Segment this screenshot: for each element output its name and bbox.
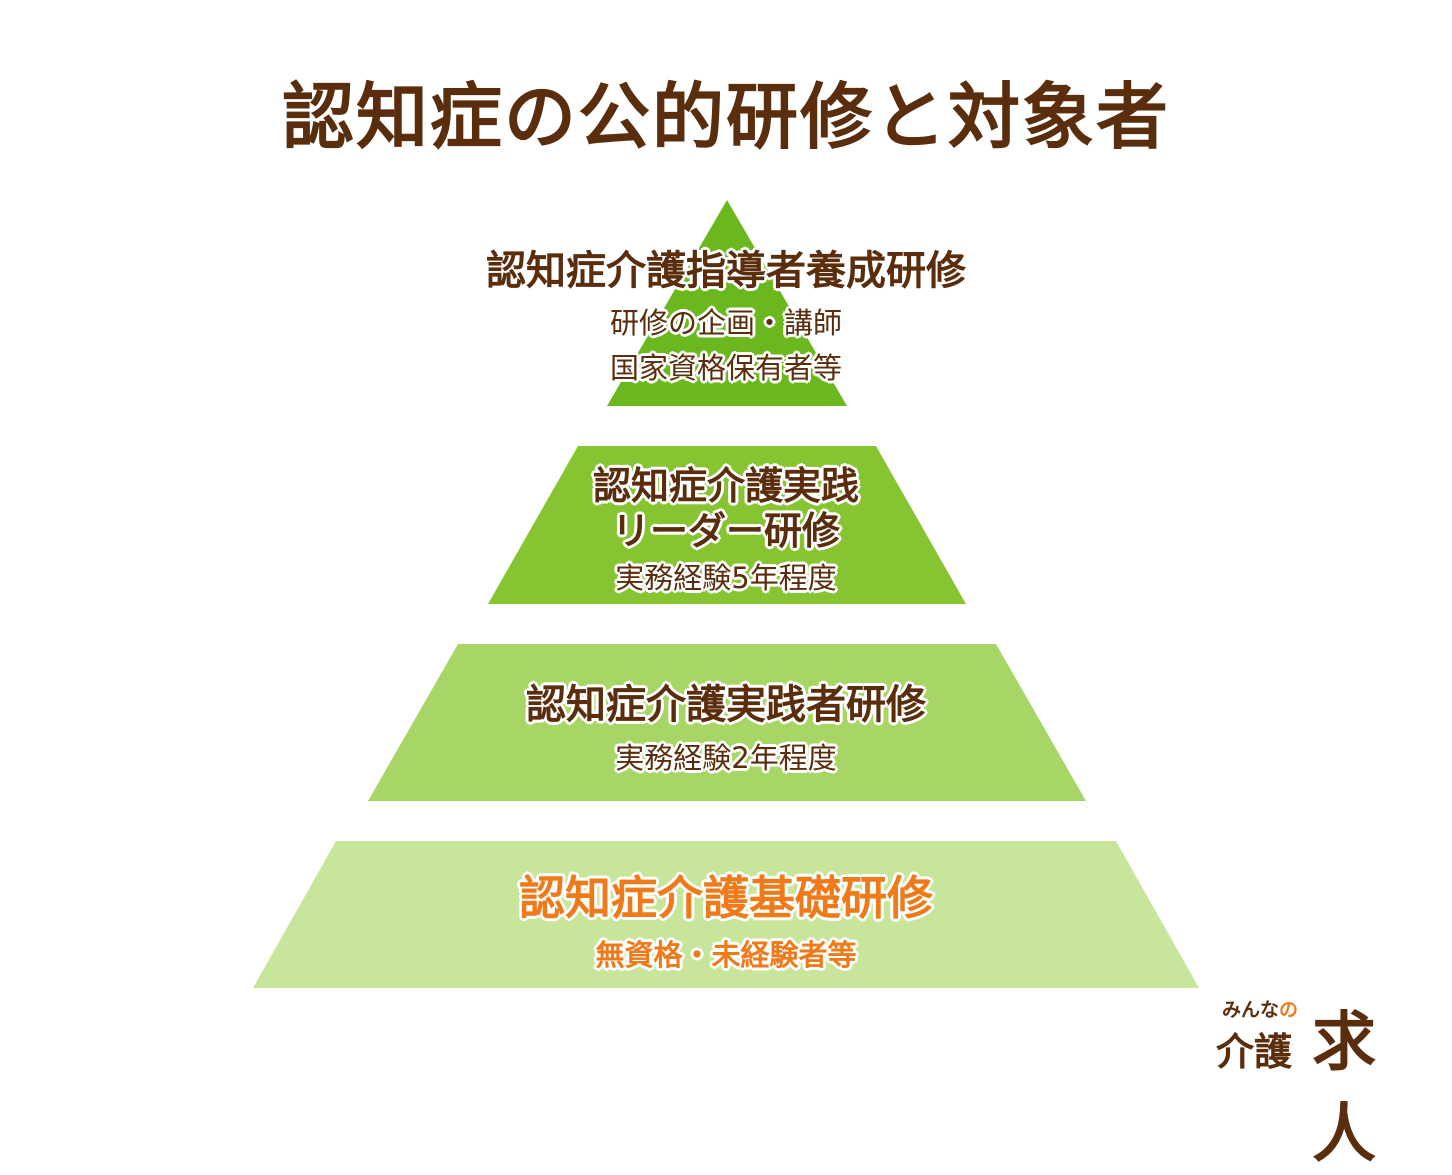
pyramid <box>253 200 1199 988</box>
level-4-sub1: 無資格・未経験者等 <box>595 938 857 972</box>
level-1-sub2: 国家資格保有者等 <box>609 351 842 385</box>
logo-text-kyujin: 求人 <box>1312 1006 1376 1172</box>
pyramid-level-2 <box>488 446 966 604</box>
pyramid-level-3 <box>368 644 1086 801</box>
logo-text-minna: みんな <box>1222 999 1280 1021</box>
level-2-name-line1: 認知症介護実践 <box>592 464 859 508</box>
logo-text-kaigo: 介護 <box>1216 1030 1293 1074</box>
level-2-sub1: 実務経験5年程度 <box>615 561 837 595</box>
level-4-name: 認知症介護基礎研修 <box>519 871 933 925</box>
pyramid-level-1 <box>607 200 847 406</box>
level-1-name: 認知症介護指導者養成研修 <box>486 248 966 294</box>
level-2-name-line2: リーダー研修 <box>611 509 840 553</box>
level-3-name: 認知症介護実践者研修 <box>526 682 926 728</box>
logo-text-no: の <box>1279 999 1299 1021</box>
level-3-sub1: 実務経験2年程度 <box>615 741 837 775</box>
page-title: 認知症の公的研修と対象者 <box>281 75 1170 159</box>
pyramid-level-4 <box>253 841 1199 988</box>
brand-logo: みんなの 介護 求人 <box>1216 995 1438 1172</box>
level-1-sub1: 研修の企画・講師 <box>609 306 842 340</box>
